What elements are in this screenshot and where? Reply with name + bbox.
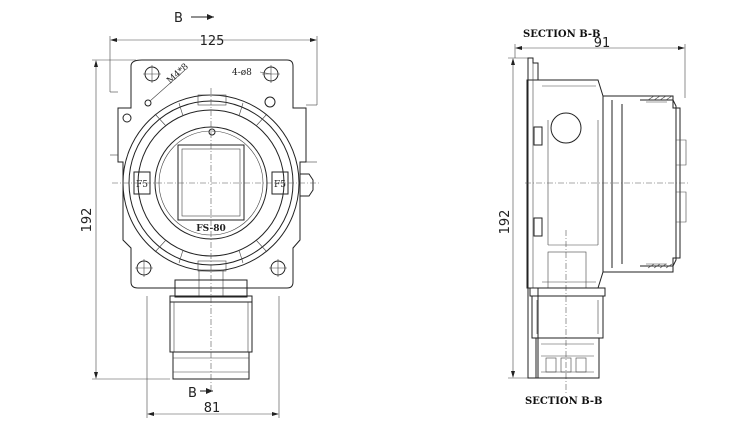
width-dim-81: 81	[204, 401, 221, 416]
mounting-holes	[135, 65, 287, 277]
height-dim-192-front: 192	[80, 208, 95, 233]
section-title-top: SECTION B-B	[523, 29, 601, 40]
tab-logo-left: F5	[136, 180, 148, 190]
screw-icon	[144, 99, 152, 107]
height-dimension-section: 192	[498, 57, 528, 379]
sensor-section	[529, 251, 606, 379]
depth-dim-91: 91	[594, 36, 611, 51]
housing-section	[533, 79, 687, 289]
led-indicator-icon	[208, 128, 216, 136]
led-port-icon	[550, 112, 582, 144]
hole-label: 4-ø8	[232, 68, 252, 78]
section-view: SECTION B-B 91 192	[498, 29, 690, 407]
brand-logo-icon	[264, 96, 276, 108]
back-plate	[526, 57, 539, 379]
housing-body: F5 F5	[122, 94, 314, 272]
section-marker-top: B	[174, 11, 183, 26]
depth-dimension: 91	[514, 36, 686, 98]
width-dimension-top: 125	[109, 34, 318, 105]
tab-logo-right: F5	[274, 180, 286, 190]
bolt-label: M4*8	[165, 62, 191, 86]
height-dimension-front: 192	[80, 59, 170, 380]
width-dim-125: 125	[200, 34, 225, 49]
height-dim-192-section: 192	[498, 210, 513, 235]
section-marker-bottom: B	[188, 386, 197, 401]
section-title-bottom: SECTION B-B	[525, 396, 603, 407]
mounting-plate	[117, 59, 307, 289]
width-dimension-bottom: 81	[146, 296, 280, 418]
ground-screw-icon	[122, 113, 132, 123]
front-view: B 125 192	[80, 11, 320, 418]
